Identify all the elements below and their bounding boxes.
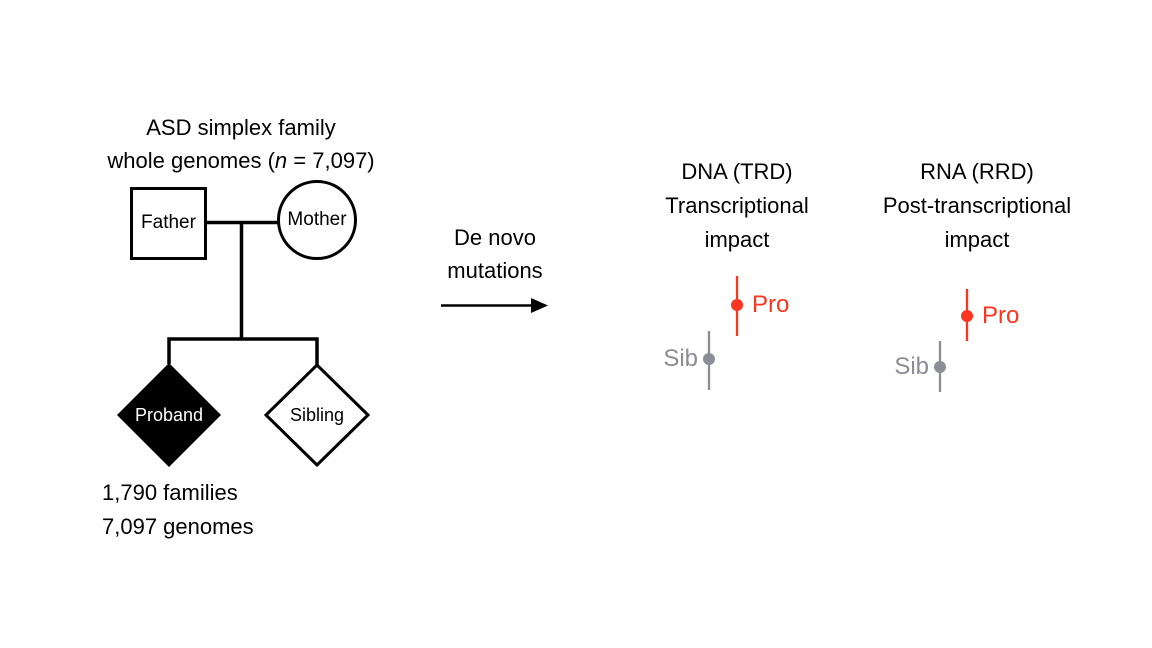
father-shape	[130, 187, 207, 260]
de-novo-label: De novo mutations	[415, 221, 575, 287]
pedigree-title: ASD simplex family whole genomes (n = 7,…	[75, 111, 407, 177]
pedigree-title-line2-post: = 7,097)	[287, 148, 375, 173]
proband-label: Proband	[134, 405, 204, 425]
sibling-diamond	[263, 362, 371, 468]
dna-pro-label: Pro	[752, 291, 790, 318]
de-novo-label-line2: mutations	[447, 258, 543, 283]
father-label: Father	[141, 212, 196, 233]
de-novo-arrow-head-icon	[531, 298, 548, 313]
proband-diamond	[117, 363, 221, 467]
rna-panel-subtitle-line2: impact	[944, 227, 1010, 252]
pedigree-title-line2: whole genomes (n = 7,097)	[75, 144, 407, 177]
rna-panel-header: RNA (RRD) Post-transcriptional impact	[842, 155, 1112, 257]
mother-label: Mother	[287, 209, 347, 230]
sibling-label: Sibling	[289, 405, 345, 425]
dna-panel-subtitle-line2: impact	[704, 227, 770, 252]
rna-panel-title: RNA (RRD)	[920, 159, 1034, 184]
rna-sib-label: Sib	[894, 353, 929, 380]
dna-sib-label: Sib	[663, 345, 698, 372]
dna-sib-point	[703, 353, 715, 365]
pedigree-title-line1: ASD simplex family	[146, 115, 336, 140]
pedigree-title-line2-pre: whole genomes (	[107, 148, 275, 173]
dna-panel-title: DNA (TRD)	[681, 159, 793, 184]
dna-panel-subtitle-line1: Transcriptional	[665, 193, 809, 218]
rna-pro-label: Pro	[982, 302, 1020, 329]
cohort-stats-families: 1,790 families	[102, 480, 238, 505]
cohort-stats: 1,790 families 7,097 genomes	[102, 476, 254, 544]
rna-pro-point	[961, 310, 973, 322]
rna-sib-point	[934, 361, 946, 373]
pedigree-title-n-italic: n	[274, 148, 288, 173]
dna-panel-header: DNA (TRD) Transcriptional impact	[622, 155, 852, 257]
de-novo-label-line1: De novo	[454, 225, 536, 250]
sibship-line	[167, 337, 319, 366]
dna-pro-point	[731, 299, 743, 311]
mother-shape	[277, 180, 357, 260]
rna-panel-subtitle-line1: Post-transcriptional	[882, 193, 1072, 218]
cohort-stats-genomes: 7,097 genomes	[102, 514, 254, 539]
